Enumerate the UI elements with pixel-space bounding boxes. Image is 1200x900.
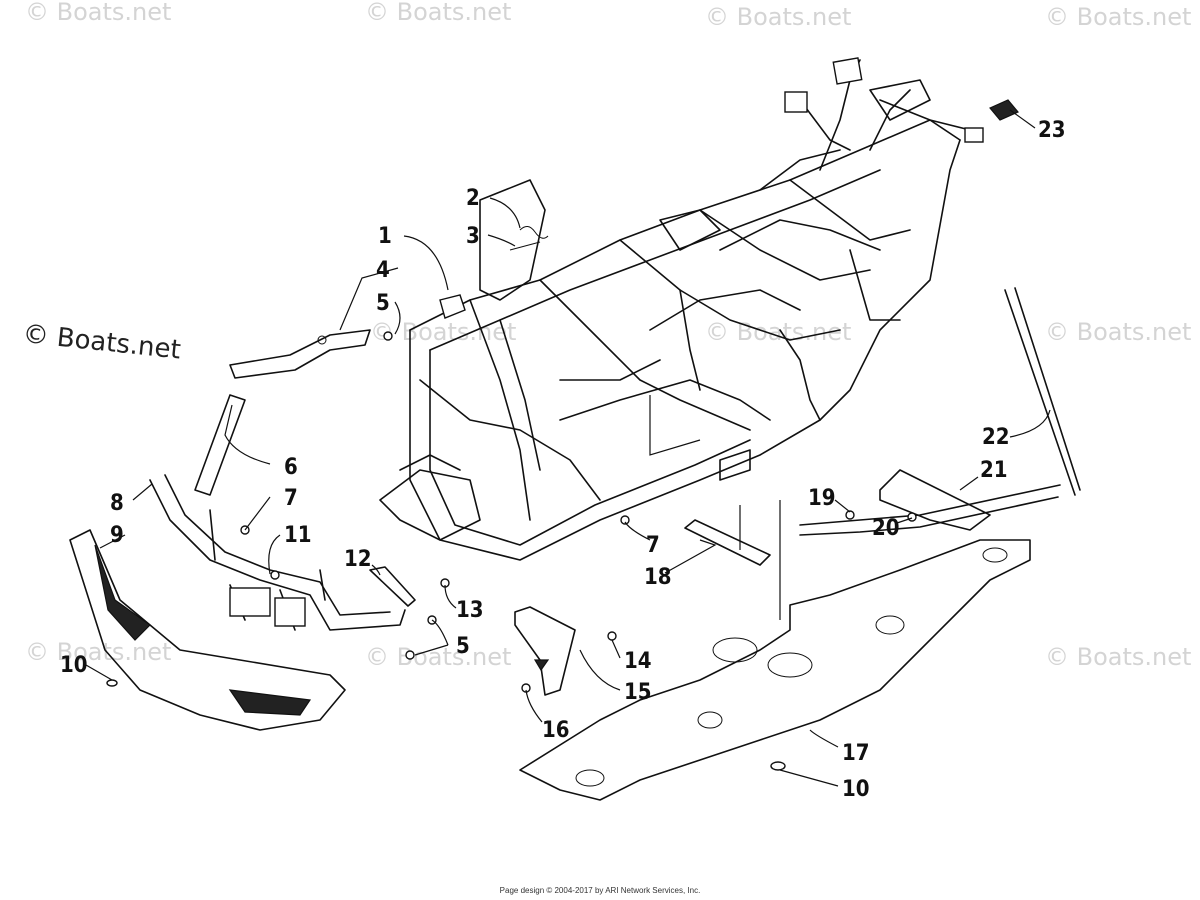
brace-part-6 — [194, 394, 246, 496]
clip-parts — [509, 226, 549, 251]
main-frame — [379, 57, 984, 561]
callout-label[interactable]: 17 — [842, 741, 870, 766]
callout-label[interactable]: 7 — [284, 486, 298, 511]
callout-label[interactable]: 22 — [982, 425, 1010, 450]
fasteners — [106, 331, 917, 771]
callout-label[interactable]: 9 — [110, 523, 124, 548]
callout-label[interactable]: 15 — [624, 680, 652, 705]
callout-label[interactable]: 3 — [466, 224, 480, 249]
footer-copyright: Page design © 2004-2017 by ARI Network S… — [499, 886, 701, 895]
watermark: © Boats.net — [1045, 3, 1191, 31]
rod-part-22 — [1004, 287, 1081, 496]
bracket-part-15 — [514, 606, 576, 696]
plate-part-21 — [879, 469, 991, 531]
skid-plate-part-17 — [519, 539, 1031, 801]
callout-label[interactable]: 11 — [284, 523, 312, 548]
callout-label[interactable]: 7 — [646, 533, 660, 558]
watermark: © Boats.net — [25, 0, 171, 26]
crossbar-part-19-20 — [799, 484, 1061, 536]
callout-label[interactable]: 4 — [376, 258, 390, 283]
watermark: © Boats.net — [705, 3, 851, 31]
callout-labels: 1 2 3 4 5 5 6 7 7 8 9 10 10 11 12 13 14 … — [60, 118, 1066, 802]
watermark: © Boats.net — [365, 0, 511, 26]
callout-label[interactable]: 16 — [542, 718, 570, 743]
callout-label[interactable]: 5 — [376, 291, 390, 316]
callout-label[interactable]: 20 — [872, 516, 900, 541]
watermark-layer: © Boats.net © Boats.net © Boats.net © Bo… — [21, 0, 1191, 671]
watermark: © Boats.net — [365, 643, 511, 671]
callout-label[interactable]: 19 — [808, 486, 836, 511]
callout-label[interactable]: 13 — [456, 598, 484, 623]
callout-label[interactable]: 10 — [60, 653, 88, 678]
callout-label[interactable]: 10 — [842, 777, 870, 802]
clamp-part-12 — [369, 566, 416, 607]
bracket-part-4 — [229, 329, 371, 379]
bumper-tube-part-8 — [149, 474, 406, 631]
callout-label[interactable]: 12 — [344, 547, 372, 572]
callout-label[interactable]: 2 — [466, 186, 480, 211]
callout-label[interactable]: 8 — [110, 491, 124, 516]
watermark: © Boats.net — [25, 638, 171, 666]
callout-label[interactable]: 14 — [624, 649, 652, 674]
callout-label[interactable]: 6 — [284, 455, 298, 480]
watermark: © Boats.net — [1045, 318, 1191, 346]
decal-part-23 — [989, 99, 1019, 121]
strip-part-18 — [684, 519, 771, 566]
callout-label[interactable]: 1 — [378, 224, 392, 249]
watermark-dark: © Boats.net — [21, 319, 182, 365]
callout-label[interactable]: 18 — [644, 565, 672, 590]
bumper-cover-part-9 — [69, 529, 346, 731]
callout-label[interactable]: 21 — [980, 458, 1008, 483]
callout-label[interactable]: 23 — [1038, 118, 1066, 143]
callout-label[interactable]: 5 — [456, 634, 470, 659]
watermark: © Boats.net — [1045, 643, 1191, 671]
leader-lines — [85, 109, 1051, 787]
